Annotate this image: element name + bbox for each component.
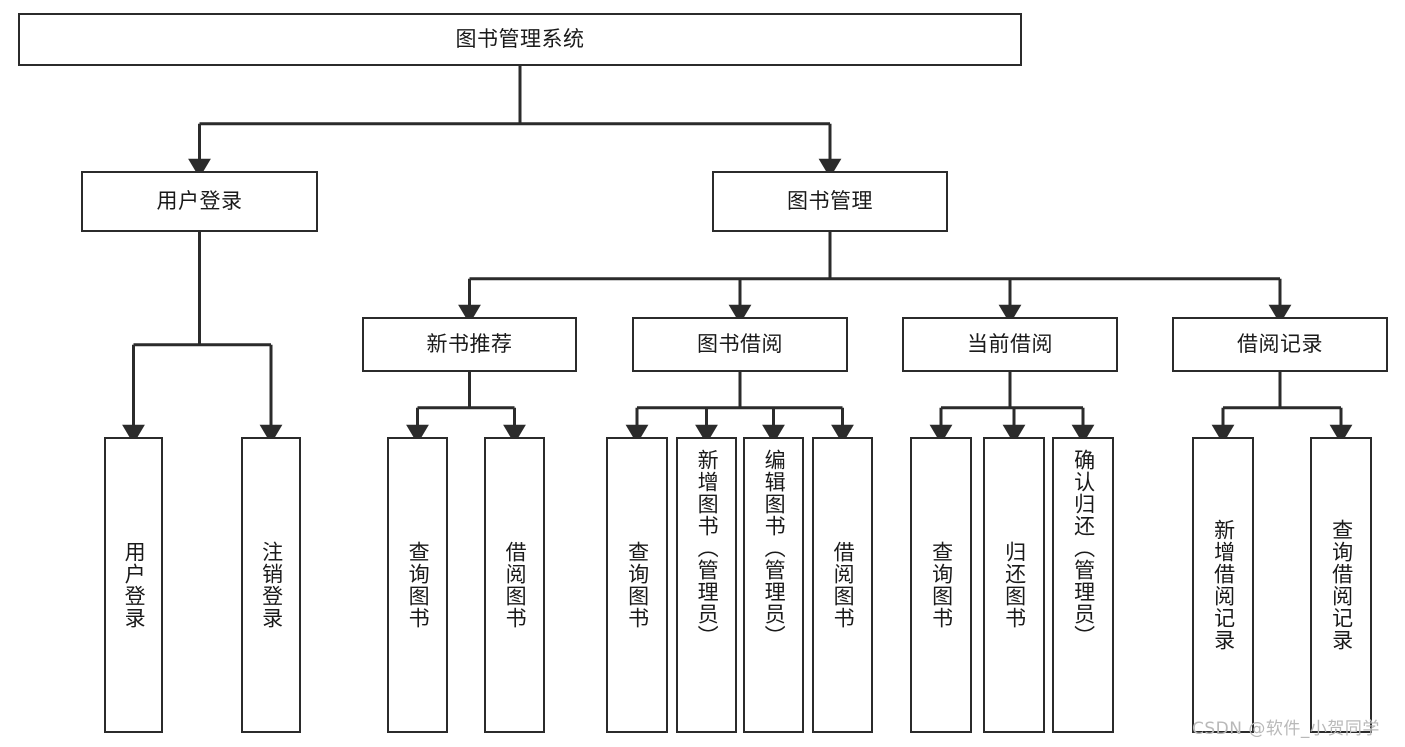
node-leaf-borrow-book-1[interactable]: 借阅图书 xyxy=(484,437,545,733)
node-label: 查询图书 xyxy=(929,541,954,629)
node-label: 新增借阅记录 xyxy=(1211,519,1236,651)
node-leaf-add-book[interactable]: 新增图书（管理员） xyxy=(676,437,737,733)
node-label: 图书管理 xyxy=(787,189,873,214)
node-label: 新书推荐 xyxy=(426,332,513,357)
node-user-login[interactable]: 用户登录 xyxy=(81,171,318,232)
node-label: 查询图书 xyxy=(625,541,650,629)
node-label: 归还图书 xyxy=(1002,541,1027,629)
node-leaf-add-record[interactable]: 新增借阅记录 xyxy=(1192,437,1254,733)
node-label: 用户登录 xyxy=(156,189,243,214)
node-leaf-confirm-return[interactable]: 确认归还（管理员） xyxy=(1052,437,1114,733)
node-label: 用户登录 xyxy=(122,541,147,629)
node-leaf-query-record[interactable]: 查询借阅记录 xyxy=(1310,437,1372,733)
node-leaf-user-logout[interactable]: 注销登录 xyxy=(241,437,301,733)
node-leaf-edit-book[interactable]: 编辑图书（管理员） xyxy=(743,437,804,733)
node-root[interactable]: 图书管理系统 xyxy=(18,13,1022,66)
node-leaf-return-book[interactable]: 归还图书 xyxy=(983,437,1045,733)
node-book-borrow[interactable]: 图书借阅 xyxy=(632,317,848,372)
node-borrow-record[interactable]: 借阅记录 xyxy=(1172,317,1388,372)
node-book-manage[interactable]: 图书管理 xyxy=(712,171,948,232)
node-label: 图书管理系统 xyxy=(455,27,585,52)
node-leaf-user-login[interactable]: 用户登录 xyxy=(104,437,163,733)
node-leaf-query-book-1[interactable]: 查询图书 xyxy=(387,437,448,733)
node-label: 当前借阅 xyxy=(967,332,1053,357)
node-label: 图书借阅 xyxy=(697,332,783,357)
node-label: 查询借阅记录 xyxy=(1329,519,1354,651)
node-label: 新增图书（管理员） xyxy=(695,449,720,647)
node-leaf-query-book-2[interactable]: 查询图书 xyxy=(606,437,668,733)
node-label: 确认归还（管理员） xyxy=(1071,449,1096,647)
watermark-text: CSDN @软件_小贺同学 xyxy=(1192,719,1380,739)
node-label: 编辑图书（管理员） xyxy=(762,449,787,647)
node-label: 借阅记录 xyxy=(1237,332,1323,357)
node-new-book-rec[interactable]: 新书推荐 xyxy=(362,317,577,372)
node-label: 借阅图书 xyxy=(503,541,528,629)
node-label: 借阅图书 xyxy=(831,541,856,629)
node-label: 查询图书 xyxy=(406,541,431,629)
node-leaf-query-book-3[interactable]: 查询图书 xyxy=(910,437,972,733)
node-current-borrow[interactable]: 当前借阅 xyxy=(902,317,1118,372)
node-label: 注销登录 xyxy=(259,541,284,629)
node-leaf-borrow-book-2[interactable]: 借阅图书 xyxy=(812,437,873,733)
